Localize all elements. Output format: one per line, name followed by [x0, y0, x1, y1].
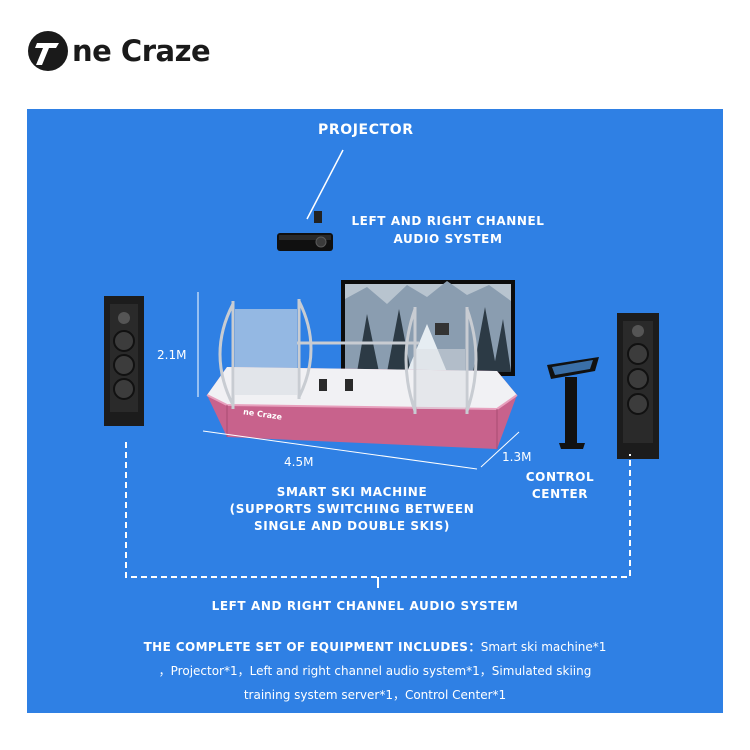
equipment-line-1: THE COMPLETE SET OF EQUIPMENT INCLUDES：S… [27, 638, 723, 655]
audio-connection-line [125, 442, 631, 578]
ski-frame [218, 299, 478, 414]
width-dimension-line [480, 431, 520, 468]
right-speaker-icon [617, 313, 659, 459]
control-center-label: CONTROL CENTER [520, 469, 600, 503]
ski-machine-label-line2: (SUPPORTS SWITCHING BETWEEN [229, 502, 475, 516]
ski-machine-label-line1: SMART SKI MACHINE [276, 485, 428, 499]
control-center-icon [547, 357, 599, 449]
equipment-heading: THE COMPLETE SET OF EQUIPMENT INCLUDES： [143, 640, 481, 654]
equipment-line-2: ，Projector*1，Left and right channel audi… [158, 664, 592, 678]
projector-label: PROJECTOR [318, 122, 414, 138]
top-audio-label: LEFT AND RIGHT CHANNEL AUDIO SYSTEM [348, 212, 548, 248]
brand-logo: ne Craze [26, 28, 211, 74]
equipment-illustration [104, 149, 659, 588]
left-speaker-icon [104, 296, 144, 426]
control-center-label-line2: CENTER [531, 487, 589, 501]
length-dimension-line [202, 430, 478, 470]
projector-icon [277, 211, 333, 251]
brand-name: ne Craze [72, 34, 211, 68]
top-audio-label-line1: LEFT AND RIGHT CHANNEL [351, 214, 545, 228]
equipment-line1-rest: Smart ski machine*1 [480, 640, 607, 654]
height-label: 2.1M [157, 348, 187, 362]
ski-machine-label-line3: SINGLE AND DOUBLE SKIS) [254, 519, 450, 533]
width-label: 1.3M [502, 450, 532, 464]
top-audio-label-line2: AUDIO SYSTEM [393, 232, 503, 246]
brand-logo-icon [28, 31, 68, 71]
equipment-line-3: training system server*1，Control Center*… [243, 688, 507, 702]
projector-pointer-line [306, 149, 344, 220]
length-label: 4.5M [284, 455, 314, 469]
ski-machine-label: SMART SKI MACHINE (SUPPORTS SWITCHING BE… [200, 484, 504, 535]
control-center-label-line1: CONTROL [525, 470, 595, 484]
bottom-audio-label: LEFT AND RIGHT CHANNEL AUDIO SYSTEM [211, 599, 519, 613]
